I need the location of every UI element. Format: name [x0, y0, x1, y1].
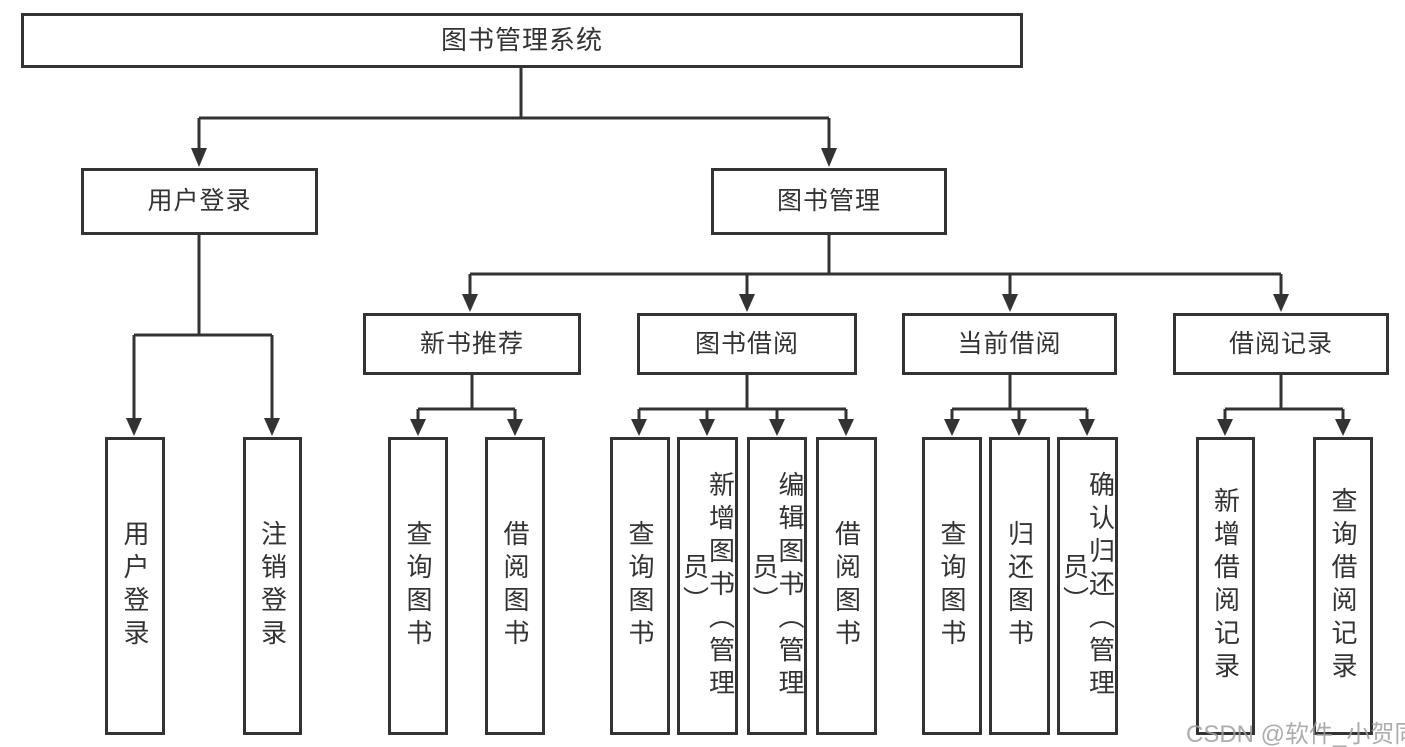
node-borrowing-records: 借阅记录 [1173, 313, 1389, 375]
csdn-watermark: CSDN @软件_小贺同学 [1186, 721, 1405, 747]
leaf-user-login: 用户登录 [105, 437, 165, 735]
leaf-borrow-books: 借阅图书 [816, 437, 877, 735]
node-user-login: 用户登录 [81, 168, 318, 235]
leaf-query-books-current: 查询图书 [922, 437, 982, 735]
node-book-borrowing: 图书借阅 [637, 313, 857, 375]
leaf-logout: 注销登录 [243, 437, 302, 735]
node-new-book-recommendation: 新书推荐 [363, 313, 581, 375]
leaf-add-borrow-record: 新增借阅记录 [1196, 437, 1255, 735]
node-book-management: 图书管理 [711, 168, 947, 235]
leaf-confirm-return-admin: 确认归还（管理员） [1057, 437, 1118, 735]
leaf-query-borrow-record: 查询借阅记录 [1313, 437, 1373, 735]
leaf-query-books-recommendation: 查询图书 [388, 437, 448, 735]
leaf-borrow-books-recommendation: 借阅图书 [485, 437, 545, 735]
node-current-borrowing: 当前借阅 [902, 313, 1117, 375]
arrowheads [126, 148, 1351, 436]
node-library-management-system: 图书管理系统 [21, 13, 1023, 68]
leaf-query-books-borrowing: 查询图书 [610, 437, 670, 735]
leaf-add-books-admin: 新增图书（管理员） [677, 437, 738, 735]
leaf-return-books: 归还图书 [989, 437, 1050, 735]
leaf-edit-books-admin: 编辑图书（管理员） [747, 437, 807, 735]
